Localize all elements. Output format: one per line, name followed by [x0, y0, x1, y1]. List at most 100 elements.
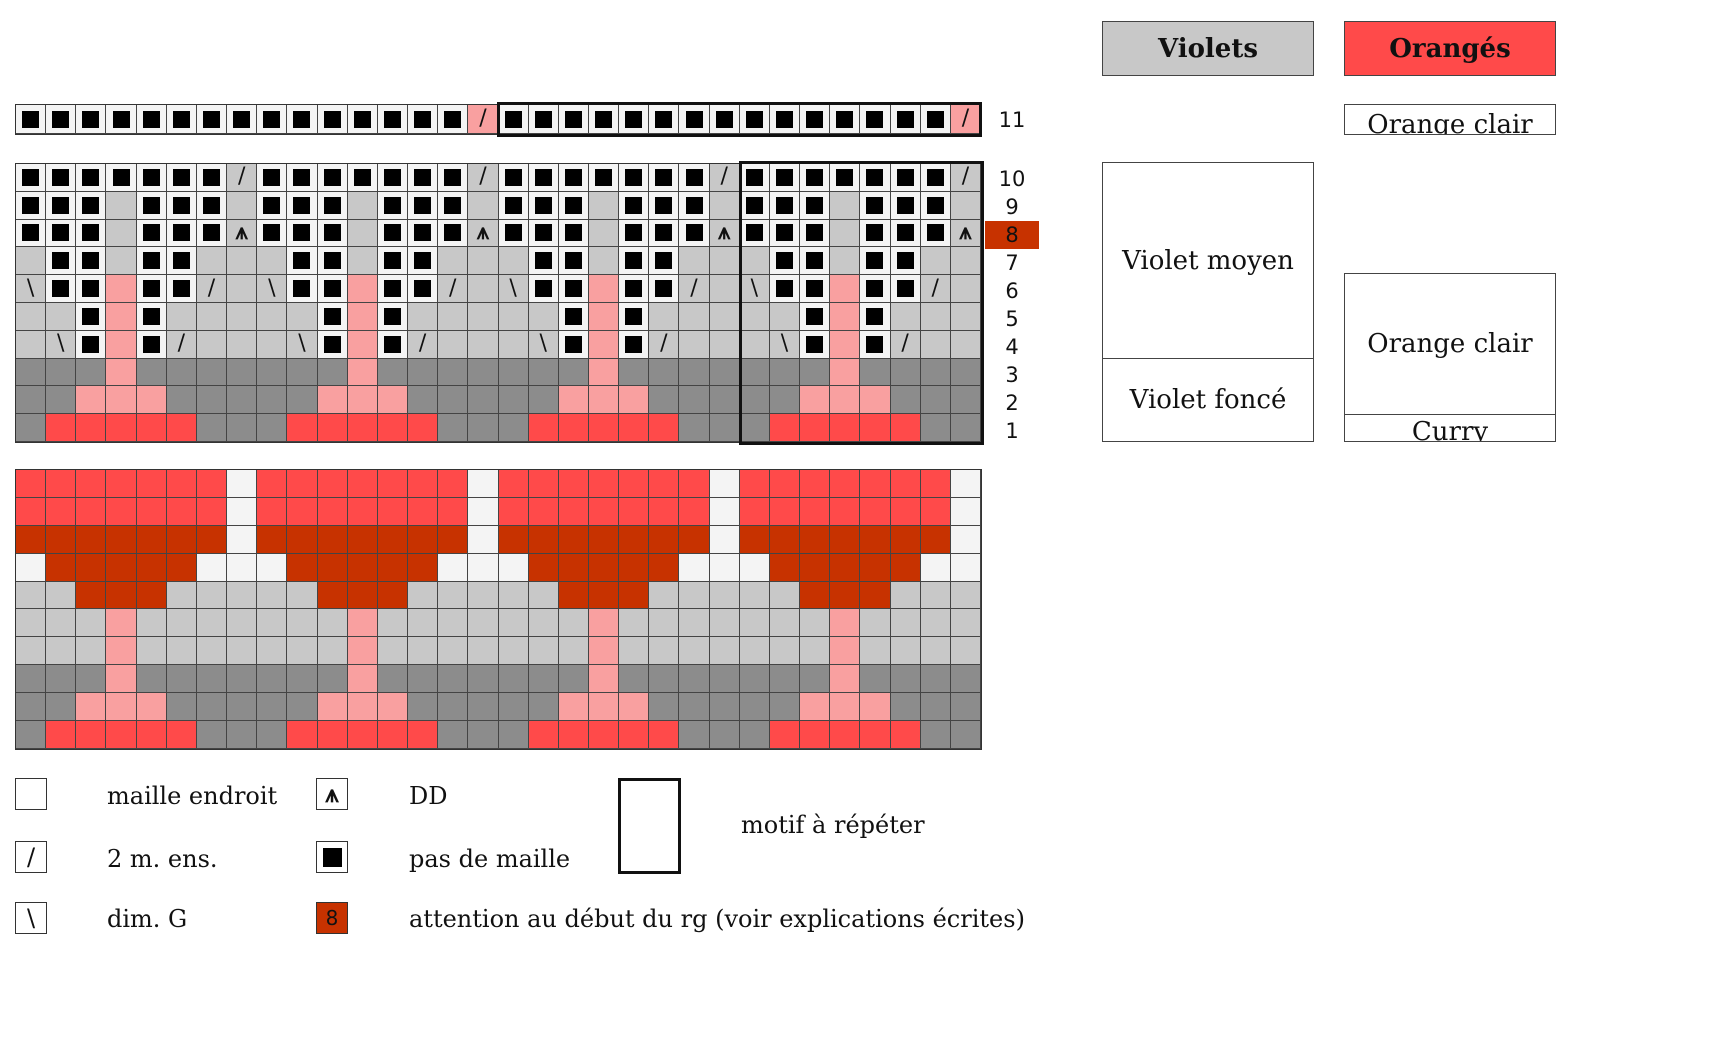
- chart-cell: [468, 609, 499, 638]
- no-stitch-mark: [112, 110, 130, 128]
- no-stitch-mark: [866, 110, 884, 128]
- no-stitch-mark: [142, 110, 160, 128]
- no-stitch-mark: [655, 224, 673, 242]
- k2tog-cell: /: [679, 275, 710, 303]
- no-stitch-cell: [196, 105, 228, 134]
- chart-cell: [166, 497, 197, 526]
- chart-cell: [619, 358, 650, 387]
- no-stitch-cell: [860, 247, 891, 276]
- chart-cell: [347, 609, 378, 638]
- no-stitch-mark: [655, 252, 673, 270]
- chart-cell: [287, 302, 318, 331]
- chart-cell: [16, 637, 47, 666]
- chart-cell: [76, 414, 107, 442]
- ssk-cell: \: [287, 330, 318, 359]
- chart-cell: [76, 665, 107, 694]
- chart-cell: [227, 414, 258, 442]
- chart-cell: [890, 302, 921, 331]
- chart-cell: [649, 302, 680, 331]
- chart-cell: [377, 470, 409, 498]
- no-stitch-mark: [203, 168, 221, 186]
- no-stitch-cell: [558, 191, 589, 220]
- no-stitch-cell: [76, 164, 107, 192]
- no-stitch-cell: [347, 164, 378, 192]
- chart-cell: [227, 191, 258, 220]
- no-stitch-cell: [860, 302, 891, 331]
- chart-cell: [588, 330, 620, 359]
- chart-cell: [830, 219, 861, 248]
- chart-cell: [558, 386, 589, 415]
- chart-cell: [46, 693, 77, 722]
- chart-cell: [558, 414, 589, 442]
- no-stitch-cell: [166, 105, 197, 134]
- chart-cell: [438, 581, 469, 610]
- chart-cell: [196, 525, 228, 554]
- chart-cell: [257, 721, 288, 749]
- ssk-cell: \: [739, 275, 770, 303]
- chart-cell: [317, 637, 348, 666]
- chart-cell: [950, 470, 981, 498]
- chart-cell: [950, 358, 981, 387]
- no-stitch-cell: [257, 219, 288, 248]
- no-stitch-cell: [860, 164, 891, 192]
- chart-cell: [498, 525, 529, 554]
- chart-cell: [377, 665, 409, 694]
- no-stitch-mark: [203, 196, 221, 214]
- k2tog-cell: /: [196, 275, 228, 303]
- chart-cell: [830, 414, 861, 442]
- chart-cell: [709, 414, 740, 442]
- chart-cell: [498, 247, 529, 276]
- chart-cell: [950, 665, 981, 694]
- no-stitch-mark: [775, 252, 793, 270]
- chart-cell: [76, 386, 107, 415]
- no-stitch-cell: [619, 164, 650, 192]
- chart-cell: [408, 497, 439, 526]
- chart-cell: [588, 470, 620, 498]
- no-stitch-cell: [830, 164, 861, 192]
- chart-cell: [377, 637, 409, 666]
- chart-cell: [106, 721, 137, 749]
- chart-cell: [588, 247, 620, 276]
- ssk-cell: \: [46, 330, 77, 359]
- no-stitch-mark: [82, 196, 100, 214]
- chart-cell: [739, 247, 770, 276]
- chart-cell: [950, 414, 981, 442]
- chart-cell: [377, 414, 409, 442]
- chart-cell: [347, 721, 378, 749]
- chart-cell: [920, 525, 951, 554]
- chart-cell: [317, 665, 348, 694]
- chart-cell: [679, 637, 710, 666]
- no-stitch-cell: [16, 219, 47, 248]
- oranges-header: Orangés: [1344, 21, 1556, 76]
- no-stitch-mark: [323, 224, 341, 242]
- no-stitch-cell: [136, 191, 167, 220]
- chart-cell: [769, 386, 801, 415]
- chart-cell: [468, 665, 499, 694]
- no-stitch-mark: [775, 168, 793, 186]
- chart-cell: [588, 191, 620, 220]
- chart-cell: [377, 525, 409, 554]
- chart-cell: [800, 358, 831, 387]
- no-stitch-cell: [558, 330, 589, 359]
- no-stitch-cell: [317, 247, 348, 276]
- no-stitch-cell: [76, 275, 107, 303]
- no-stitch-mark: [504, 196, 522, 214]
- no-stitch-mark: [896, 280, 914, 298]
- chart-cell: [106, 386, 137, 415]
- no-stitch-mark: [383, 335, 401, 353]
- no-stitch-cell: [377, 247, 409, 276]
- chart-cell: [347, 330, 378, 359]
- chart-cell: [619, 609, 650, 638]
- chart-cell: [860, 721, 891, 749]
- no-stitch-mark: [625, 110, 643, 128]
- chart-cell: [76, 581, 107, 610]
- chart-cell: [498, 693, 529, 722]
- no-stitch-mark: [866, 224, 884, 242]
- chart-cell: [438, 693, 469, 722]
- no-stitch-mark: [142, 168, 160, 186]
- ssk-cell: \: [769, 330, 801, 359]
- no-stitch-mark: [263, 168, 281, 186]
- no-stitch-cell: [649, 191, 680, 220]
- no-stitch-cell: [438, 105, 469, 134]
- chart-cell: [106, 609, 137, 638]
